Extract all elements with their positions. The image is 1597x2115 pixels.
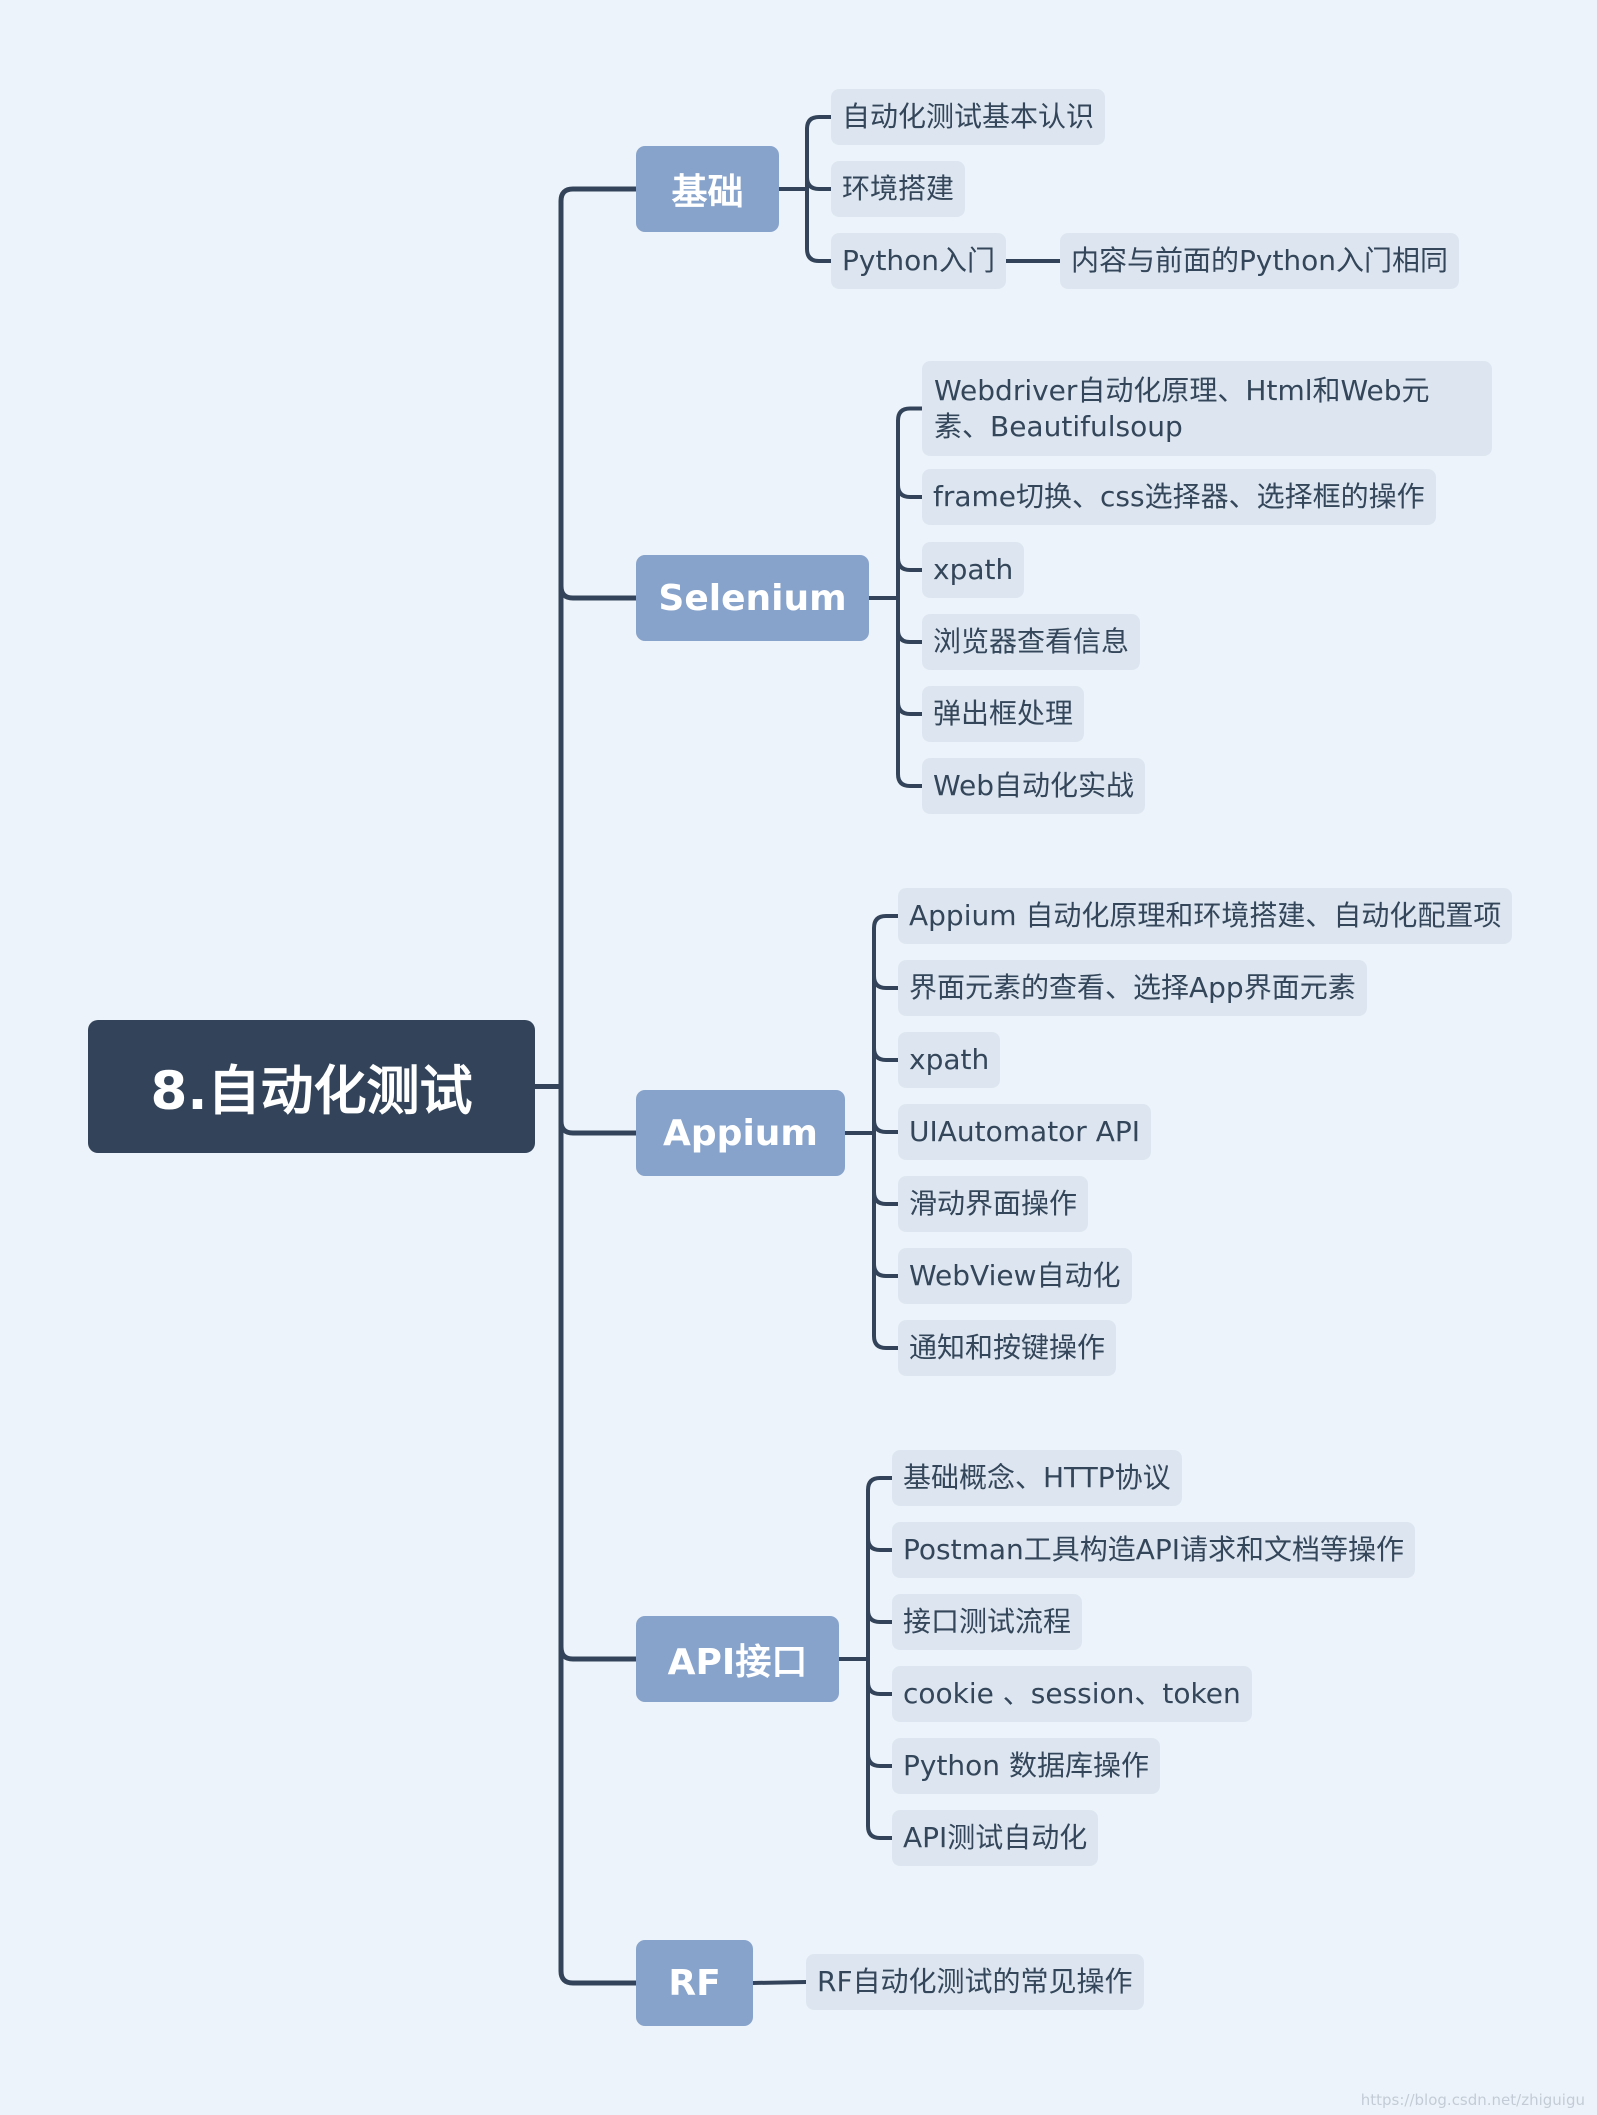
- watermark: https://blog.csdn.net/zhiguigu: [1360, 2091, 1585, 2109]
- leaf-item[interactable]: Python 数据库操作: [892, 1738, 1160, 1794]
- connector-line: [866, 1680, 894, 1696]
- leaf-note[interactable]: 内容与前面的Python入门相同: [1060, 233, 1460, 289]
- leaf-item[interactable]: 浏览器查看信息: [922, 614, 1141, 670]
- connector-line: [805, 115, 833, 263]
- leaf-item[interactable]: WebView自动化: [898, 1248, 1132, 1304]
- leaf-item[interactable]: 弹出框处理: [922, 686, 1085, 742]
- connector-line: [805, 175, 833, 191]
- connector-line: [872, 1118, 900, 1134]
- leaf-item[interactable]: 界面元素的查看、选择App界面元素: [898, 960, 1367, 1016]
- connector-line: [751, 1980, 808, 1985]
- leaf-item[interactable]: xpath: [898, 1032, 1001, 1088]
- leaf-item[interactable]: 接口测试流程: [892, 1594, 1083, 1650]
- branch-appium[interactable]: Appium: [636, 1090, 845, 1176]
- leaf-item[interactable]: 通知和按键操作: [898, 1320, 1117, 1376]
- root-topic[interactable]: 8.自动化测试: [88, 1020, 535, 1153]
- branch-selenium[interactable]: Selenium: [636, 555, 869, 641]
- connector-line: [558, 1118, 639, 1136]
- leaf-item[interactable]: API测试自动化: [892, 1810, 1099, 1866]
- connector-line: [872, 1046, 900, 1062]
- connector-line: [896, 483, 924, 499]
- leaf-item[interactable]: Webdriver自动化原理、Html和Web元素、Beautifulsoup: [922, 361, 1492, 456]
- connector-line: [896, 628, 924, 644]
- connector-line: [872, 1262, 900, 1278]
- leaf-item[interactable]: frame切换、css选择器、选择框的操作: [922, 469, 1436, 525]
- connector-line: [558, 186, 639, 1986]
- leaf-item[interactable]: RF自动化测试的常见操作: [806, 1954, 1144, 2010]
- leaf-item[interactable]: Python入门: [831, 233, 1007, 289]
- connector-line: [872, 974, 900, 990]
- connector-line: [866, 1536, 894, 1552]
- connector-line: [558, 583, 639, 601]
- connector-line: [872, 914, 900, 1350]
- connector-line: [866, 1476, 894, 1840]
- leaf-item[interactable]: Postman工具构造API请求和文档等操作: [892, 1522, 1416, 1578]
- leaf-item[interactable]: Web自动化实战: [922, 758, 1146, 814]
- connector-line: [866, 1752, 894, 1768]
- connector-line: [896, 406, 924, 788]
- branch-rf[interactable]: RF: [636, 1940, 753, 2026]
- leaf-item[interactable]: cookie 、session、token: [892, 1666, 1252, 1722]
- connector-line: [866, 1608, 894, 1624]
- branch-basics[interactable]: 基础: [636, 146, 779, 232]
- leaf-item[interactable]: 环境搭建: [831, 161, 966, 217]
- leaf-item[interactable]: 自动化测试基本认识: [831, 89, 1106, 145]
- leaf-item[interactable]: xpath: [922, 542, 1025, 598]
- connector-line: [558, 1644, 639, 1662]
- leaf-item[interactable]: Appium 自动化原理和环境搭建、自动化配置项: [898, 888, 1513, 944]
- leaf-item[interactable]: 滑动界面操作: [898, 1176, 1089, 1232]
- connector-line: [896, 556, 924, 572]
- connector-line: [872, 1190, 900, 1206]
- connector-line: [896, 700, 924, 716]
- leaf-item[interactable]: UIAutomator API: [898, 1104, 1152, 1160]
- leaf-item[interactable]: 基础概念、HTTP协议: [892, 1450, 1182, 1506]
- branch-api[interactable]: API接口: [636, 1616, 839, 1702]
